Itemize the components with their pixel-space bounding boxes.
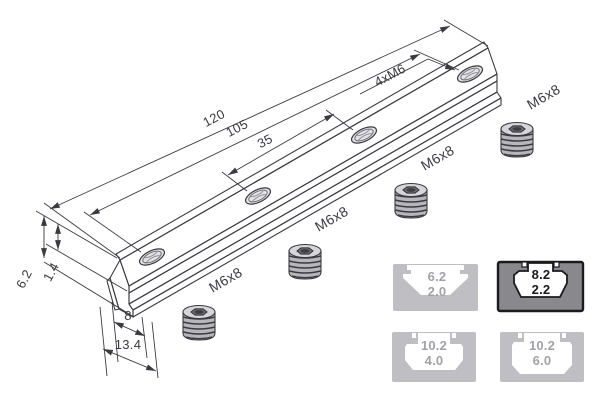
screw-label-2: M6x8 xyxy=(312,203,351,235)
set-screw-3 xyxy=(394,182,428,219)
set-screw-2 xyxy=(288,243,322,280)
set-screw-4 xyxy=(500,121,534,158)
dim-height-total: 6.2 xyxy=(13,267,35,291)
threaded-hole-3 xyxy=(350,126,378,144)
dim-length-hole-span: 105 xyxy=(223,116,250,140)
screw-label-1: M6x8 xyxy=(206,264,245,296)
threaded-hole-4 xyxy=(456,65,484,83)
legend-item-1: 6.2 2.0 xyxy=(393,264,478,311)
dim-lip-height: 1.4 xyxy=(40,260,62,284)
legend-slot-depth: 6.0 xyxy=(533,353,552,368)
legend-slot-width: 8.2 xyxy=(532,267,551,282)
screw-label-4: M6x8 xyxy=(524,81,563,113)
thread-callout: 4xM6 xyxy=(359,58,456,95)
legend-item-2-highlighted: 8.2 2.2 xyxy=(496,260,585,313)
thread-callout-label: 4xM6 xyxy=(372,61,408,90)
groove-legend: 6.2 2.0 8.2 2.2 10.2 4.0 10.2 xyxy=(386,254,594,390)
legend-slot-width: 10.2 xyxy=(529,338,555,353)
threaded-hole-1 xyxy=(138,248,166,266)
width-dimensions: 8 13.4 xyxy=(99,301,159,379)
screw-label-3: M6x8 xyxy=(418,142,457,174)
dim-hole-spacing: 35 xyxy=(255,131,275,151)
legend-slot-depth: 2.2 xyxy=(532,282,551,297)
legend-item-4: 10.2 6.0 xyxy=(500,332,584,382)
threaded-hole-2 xyxy=(244,187,272,205)
legend-slot-width: 6.2 xyxy=(428,269,447,284)
legend-item-3: 10.2 4.0 xyxy=(392,332,476,382)
legend-slot-depth: 4.0 xyxy=(425,353,444,368)
length-dimensions: 120 105 35 xyxy=(43,19,489,259)
set-screw-1 xyxy=(182,304,216,341)
dim-width-bottom: 13.4 xyxy=(115,337,142,352)
height-dimensions: 6.2 1.4 xyxy=(13,210,135,318)
dim-width-top: 8 xyxy=(124,308,132,323)
legend-slot-depth: 2.0 xyxy=(428,284,447,299)
legend-slot-width: 10.2 xyxy=(421,338,447,353)
